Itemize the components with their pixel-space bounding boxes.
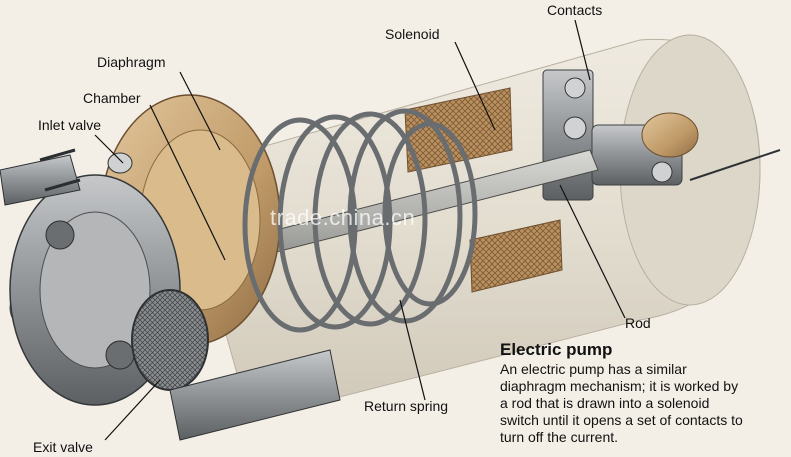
caption-title: Electric pump bbox=[500, 340, 613, 359]
label-contacts: Contacts bbox=[547, 2, 603, 18]
label-diaphragm: Diaphragm bbox=[97, 54, 166, 70]
leader-lines bbox=[94, 19, 626, 441]
label-chamber: Chamber bbox=[83, 90, 141, 106]
caption-body: An electric pump has a similar diaphragm… bbox=[500, 361, 743, 445]
exit-valve bbox=[131, 289, 341, 441]
label-return-spring: Return spring bbox=[364, 398, 449, 414]
label-rod: Rod bbox=[625, 315, 651, 331]
watermark-text: trade.china.cn bbox=[270, 205, 416, 230]
inlet-valve bbox=[0, 148, 133, 206]
return-spring bbox=[242, 108, 478, 333]
label-exit-valve: Exit valve bbox=[33, 439, 93, 455]
label-solenoid: Solenoid bbox=[385, 26, 440, 42]
label-inlet-valve: Inlet valve bbox=[38, 117, 102, 133]
